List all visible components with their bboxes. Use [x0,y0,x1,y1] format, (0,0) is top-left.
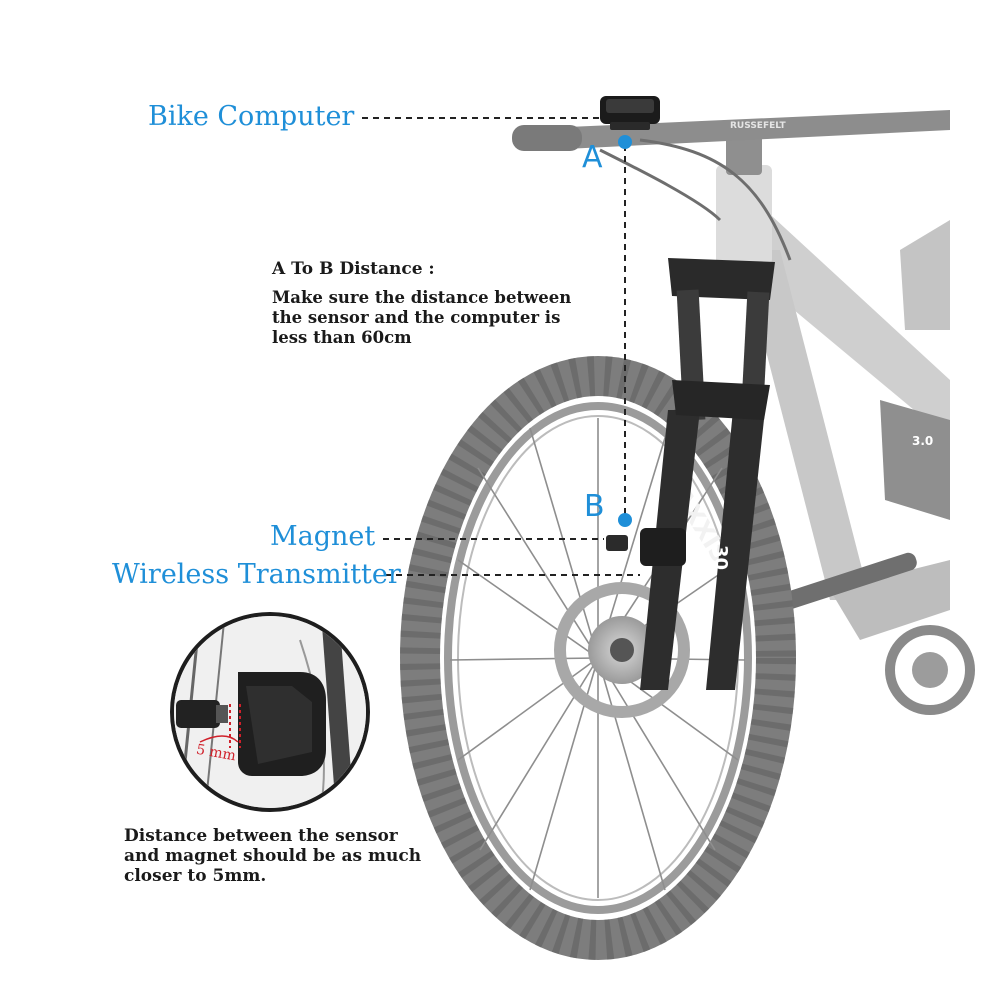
stem [726,130,762,175]
point-b-marker [618,513,632,527]
front-wheel [400,356,796,960]
wireless-transmitter-label: Wireless Transmitter [112,559,401,590]
sensor-note-line: Distance between the sensor [124,826,398,846]
point-a-marker [618,135,632,149]
bike-computer-label: Bike Computer [148,101,355,132]
sensor-note-line: and magnet should be as much [124,846,422,866]
sensor-note: Distance between the sensor and magnet s… [124,826,421,886]
handlebar [512,110,950,261]
bike-computer-device [600,96,660,130]
magnet-device [606,535,628,551]
distance-note-line: less than 60cm [272,328,412,347]
magnet-label: Magnet [270,521,376,552]
bike-frame [740,205,975,715]
point-b-label: B [584,489,605,524]
head-tube [716,165,772,265]
transmitter-device [640,528,686,566]
handlebar-brand-text: RUSSEFELT [730,121,786,131]
point-a-label: A [582,140,603,175]
fork-brand-text: 30 [710,545,731,570]
inset-zoom [170,612,370,812]
distance-note-heading: A To B Distance : [272,259,435,279]
distance-note-line: Make sure the distance between [272,288,572,307]
sensor-note-line: closer to 5mm. [124,866,267,886]
distance-note-body: Make sure the distance between the senso… [272,288,571,348]
frame-badge-text: 3.0 [912,434,933,448]
leader-lines [362,117,640,576]
distance-note-line: the sensor and the computer is [272,308,561,327]
